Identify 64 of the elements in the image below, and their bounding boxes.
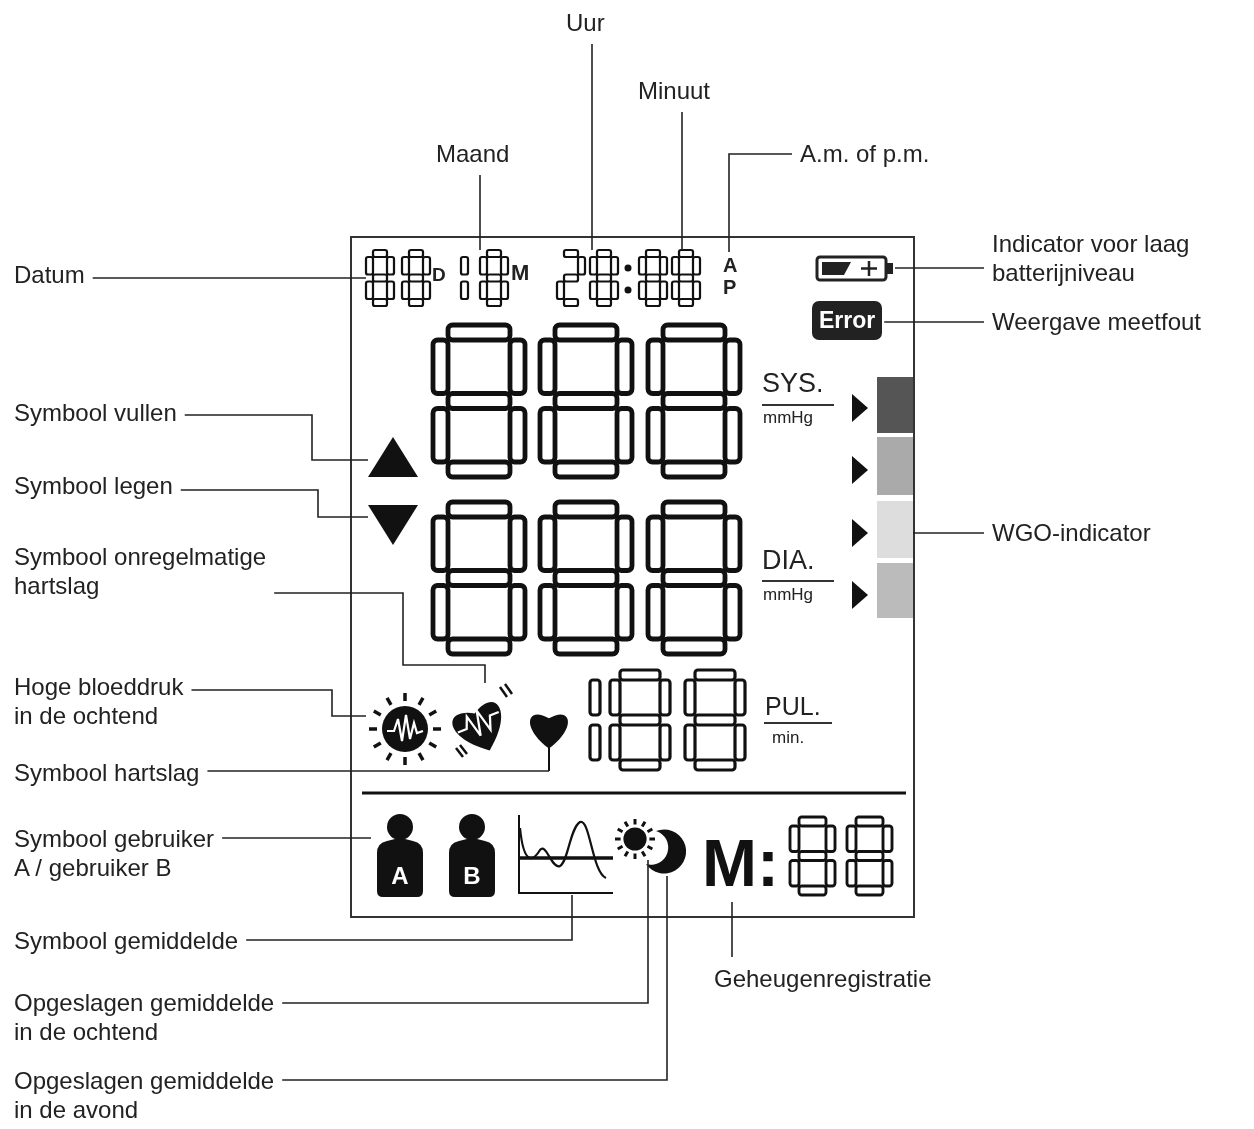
callout-label: Minuut [638, 77, 711, 104]
leader-line [912, 532, 985, 534]
inflate-arrow-icon [368, 437, 418, 477]
leader-line [206, 770, 550, 772]
leader-line [591, 43, 593, 251]
memory-label: M: [702, 826, 779, 900]
average-graph-icon [518, 814, 614, 894]
user-letter: B [462, 863, 482, 889]
user-letter: A [390, 863, 410, 889]
leader-line [221, 837, 372, 839]
seven-segment-digits-drawing [364, 248, 432, 308]
callout-label: Datum [14, 261, 85, 288]
battery-icon [815, 255, 893, 282]
callout-label: A.m. of p.m. [800, 140, 930, 167]
leader-line [731, 901, 733, 958]
callout-label: Symbool gemiddelde [14, 927, 239, 954]
am-pm-letter: A [723, 254, 738, 276]
leader-line [281, 875, 668, 1081]
leader-line [883, 321, 985, 323]
am-pm-letter: P [723, 276, 738, 298]
leader-line [190, 689, 367, 717]
unit-label: mmHg [763, 409, 814, 426]
sun-pulse-icon [367, 691, 443, 767]
callout-label: Symbool vullen [14, 399, 177, 426]
callout-label: Symbool legen [14, 472, 173, 499]
leader-line [91, 277, 367, 279]
leader-line [245, 894, 573, 941]
callout-label: Indicator voor laag batterijniveau [992, 230, 1190, 286]
callout-label: WGO-indicator [992, 519, 1151, 546]
moon-icon [646, 829, 687, 874]
month-marker: M [511, 262, 530, 284]
seven-segment-digits-drawing [459, 248, 510, 308]
leader-line [179, 489, 369, 518]
leader-line [894, 267, 985, 269]
callout-label: Symbool onregelmatige hartslag [14, 543, 267, 599]
callout-label: Opgeslagen gemiddelde in de avond [14, 1067, 275, 1123]
irregular-heartbeat-icon [452, 682, 514, 759]
heart-icon [530, 714, 568, 772]
error-indicator: Error [812, 301, 883, 340]
seven-segment-digits-drawing [555, 248, 620, 308]
callout-label: Geheugenregistratie [714, 965, 932, 992]
leader-line [273, 592, 486, 684]
deflate-arrow-icon [368, 505, 418, 545]
callout-label: Hoge bloeddruk in de ochtend [14, 673, 184, 729]
day-marker: D [432, 265, 446, 284]
leader-line [681, 111, 683, 251]
pulse-label: PUL. [765, 694, 821, 719]
callout-label: Uur [566, 9, 605, 36]
diastolic-label: DIA. [762, 547, 815, 574]
callout-label: Opgeslagen gemiddelde in de ochtend [14, 989, 275, 1045]
unit-label: min. [772, 729, 805, 746]
sun-icon [613, 817, 657, 861]
leader-line [479, 174, 481, 251]
callout-label: Symbool hartslag [14, 759, 200, 786]
systolic-label: SYS. [762, 370, 824, 397]
leader-line [183, 414, 369, 461]
seven-segment-digits-drawing [637, 248, 702, 308]
callout-label: Weergave meetfout [992, 308, 1201, 335]
unit-label: mmHg [763, 586, 814, 603]
callout-label: Symbool gebruiker A / gebruiker B [14, 825, 215, 881]
who-indicator-bar [877, 377, 913, 618]
leader-line [728, 153, 793, 253]
leader-line [281, 859, 649, 1004]
callout-label: Maand [436, 140, 510, 167]
